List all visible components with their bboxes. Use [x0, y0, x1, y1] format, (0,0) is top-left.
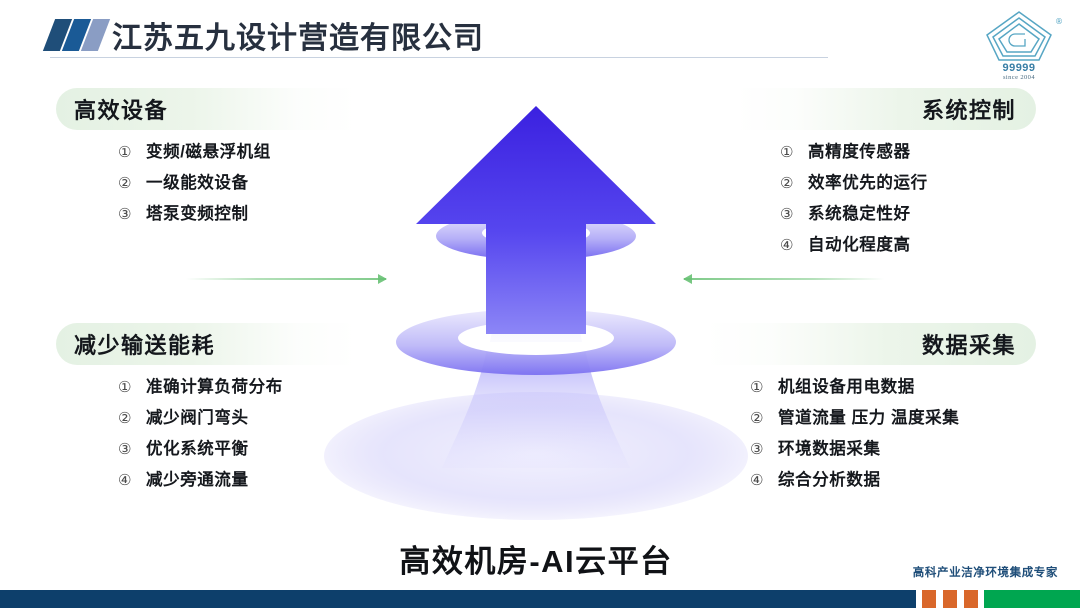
- list-item: ③ 环境数据采集: [750, 435, 1036, 459]
- list-item-label: 管道流量 压力 温度采集: [778, 409, 960, 427]
- footer-bar-segment-8: [984, 590, 1080, 608]
- quadrant-item-list: ① 高精度传感器 ② 效率优先的运行 ③ 系统稳定性好 ④ 自动化程度高: [736, 138, 1036, 255]
- list-item-number: ②: [118, 409, 132, 427]
- list-item-number: ②: [780, 174, 794, 192]
- footer-bar-segment-3: [936, 590, 943, 608]
- footer-bar-segment-4: [943, 590, 957, 608]
- arrow-right-icon: [186, 273, 387, 285]
- footer-bar-segment-1: [916, 590, 922, 608]
- quadrant-item-list: ① 变频/磁悬浮机组 ② 一级能效设备 ③ 塔泵变频控制: [56, 138, 356, 224]
- footer-tagline: 高科产业洁净环境集成专家: [912, 567, 1058, 579]
- list-item-label: 准确计算负荷分布: [146, 378, 283, 396]
- quadrant-title-pill: 减少输送能耗: [56, 323, 356, 365]
- list-item-label: 变频/磁悬浮机组: [146, 143, 271, 161]
- footer-bar-segment-2: [922, 590, 936, 608]
- list-item-label: 机组设备用电数据: [778, 378, 915, 396]
- quadrant-title-pill: 数据采集: [706, 323, 1036, 365]
- quadrant-top-left: 高效设备 ① 变频/磁悬浮机组 ② 一级能效设备 ③ 塔泵变频控制: [56, 88, 356, 240]
- list-item-label: 自动化程度高: [808, 236, 911, 254]
- list-item-number: ③: [750, 440, 764, 458]
- company-title: 江苏五九设计营造有限公司: [112, 22, 484, 55]
- list-item-label: 塔泵变频控制: [146, 205, 249, 223]
- svg-text:®: ®: [1055, 17, 1062, 26]
- quadrant-title-pill: 高效设备: [56, 88, 356, 130]
- list-item: ② 减少阀门弯头: [118, 404, 356, 428]
- list-item-number: ①: [750, 378, 764, 396]
- list-item-label: 效率优先的运行: [808, 174, 928, 192]
- quadrant-title-pill: 系统控制: [736, 88, 1036, 130]
- quadrant-title: 减少输送能耗: [74, 333, 216, 358]
- list-item-number: ①: [118, 143, 132, 161]
- quadrant-top-right: 系统控制 ① 高精度传感器 ② 效率优先的运行 ③ 系统稳定性好 ④ 自动化程度…: [736, 88, 1036, 271]
- list-item: ④ 综合分析数据: [750, 466, 1036, 490]
- quadrant-title: 高效设备: [74, 98, 169, 123]
- list-item-number: ④: [780, 236, 794, 254]
- list-item: ① 机组设备用电数据: [750, 373, 1036, 397]
- quadrant-title: 系统控制: [921, 98, 1016, 123]
- arrow-left-icon: [683, 273, 884, 285]
- list-item: ④ 减少旁通流量: [118, 466, 356, 490]
- list-item: ④ 自动化程度高: [780, 231, 1036, 255]
- list-item-label: 高精度传感器: [808, 143, 911, 161]
- footer-bar-segment-6: [964, 590, 978, 608]
- footer-bar-segment-7: [978, 590, 984, 608]
- quadrant-bottom-left: 减少输送能耗 ① 准确计算负荷分布 ② 减少阀门弯头 ③ 优化系统平衡 ④ 减少…: [56, 323, 356, 506]
- list-item-number: ②: [118, 174, 132, 192]
- quadrant-title: 数据采集: [921, 333, 1016, 358]
- pill-background: [56, 323, 356, 365]
- triple-slash-logo-icon: [42, 19, 111, 51]
- list-item: ② 效率优先的运行: [780, 169, 1036, 193]
- list-item-number: ①: [118, 378, 132, 396]
- list-item-number: ①: [780, 143, 794, 161]
- badge-since-label: since 2004: [1003, 74, 1035, 81]
- list-item: ③ 塔泵变频控制: [118, 200, 356, 224]
- footer-color-bar: [0, 590, 1080, 608]
- list-item-number: ③: [780, 205, 794, 223]
- quadrant-item-list: ① 准确计算负荷分布 ② 减少阀门弯头 ③ 优化系统平衡 ④ 减少旁通流量: [56, 373, 356, 490]
- quadrant-item-list: ① 机组设备用电数据 ② 管道流量 压力 温度采集 ③ 环境数据采集 ④ 综合分…: [706, 373, 1036, 490]
- list-item: ② 管道流量 压力 温度采集: [750, 404, 1036, 428]
- footer-bar-segment-0: [0, 590, 916, 608]
- connector-head-left: [378, 274, 387, 284]
- list-item-number: ④: [750, 471, 764, 489]
- list-item-label: 优化系统平衡: [146, 440, 249, 458]
- list-item-label: 系统稳定性好: [808, 205, 911, 223]
- connector-head-right: [683, 274, 692, 284]
- list-item-number: ③: [118, 440, 132, 458]
- list-item-number: ④: [118, 471, 132, 489]
- list-item-label: 减少阀门弯头: [146, 409, 249, 427]
- list-item-label: 综合分析数据: [778, 471, 881, 489]
- header-divider: [50, 57, 828, 58]
- pill-background: [56, 88, 356, 130]
- list-item-number: ③: [118, 205, 132, 223]
- list-item: ② 一级能效设备: [118, 169, 356, 193]
- slide-header: 江苏五九设计营造有限公司 ® 99999 since 2004: [0, 0, 1080, 81]
- pill-background: [736, 88, 1036, 130]
- pentagon-badge-icon: ® 99999 since 2004: [976, 8, 1062, 88]
- list-item-number: ②: [750, 409, 764, 427]
- badge-number: 99999: [1002, 62, 1036, 74]
- list-item: ③ 系统稳定性好: [780, 200, 1036, 224]
- list-item: ① 高精度传感器: [780, 138, 1036, 162]
- list-item-label: 一级能效设备: [146, 174, 249, 192]
- list-item: ③ 优化系统平衡: [118, 435, 356, 459]
- list-item: ① 准确计算负荷分布: [118, 373, 356, 397]
- footer-bar-segment-5: [957, 590, 964, 608]
- list-item: ① 变频/磁悬浮机组: [118, 138, 356, 162]
- list-item-label: 减少旁通流量: [146, 471, 249, 489]
- connector-line-left: [186, 278, 386, 280]
- quadrant-bottom-right: 数据采集 ① 机组设备用电数据 ② 管道流量 压力 温度采集 ③ 环境数据采集 …: [706, 323, 1036, 506]
- center-platform-label: 高效机房-AI云平台: [399, 544, 673, 579]
- pill-background: [706, 323, 1036, 365]
- connector-line-right: [684, 278, 884, 280]
- upward-arrow-funnel-icon: 高效机房-AI云平台: [256, 96, 816, 579]
- list-item-label: 环境数据采集: [778, 440, 881, 458]
